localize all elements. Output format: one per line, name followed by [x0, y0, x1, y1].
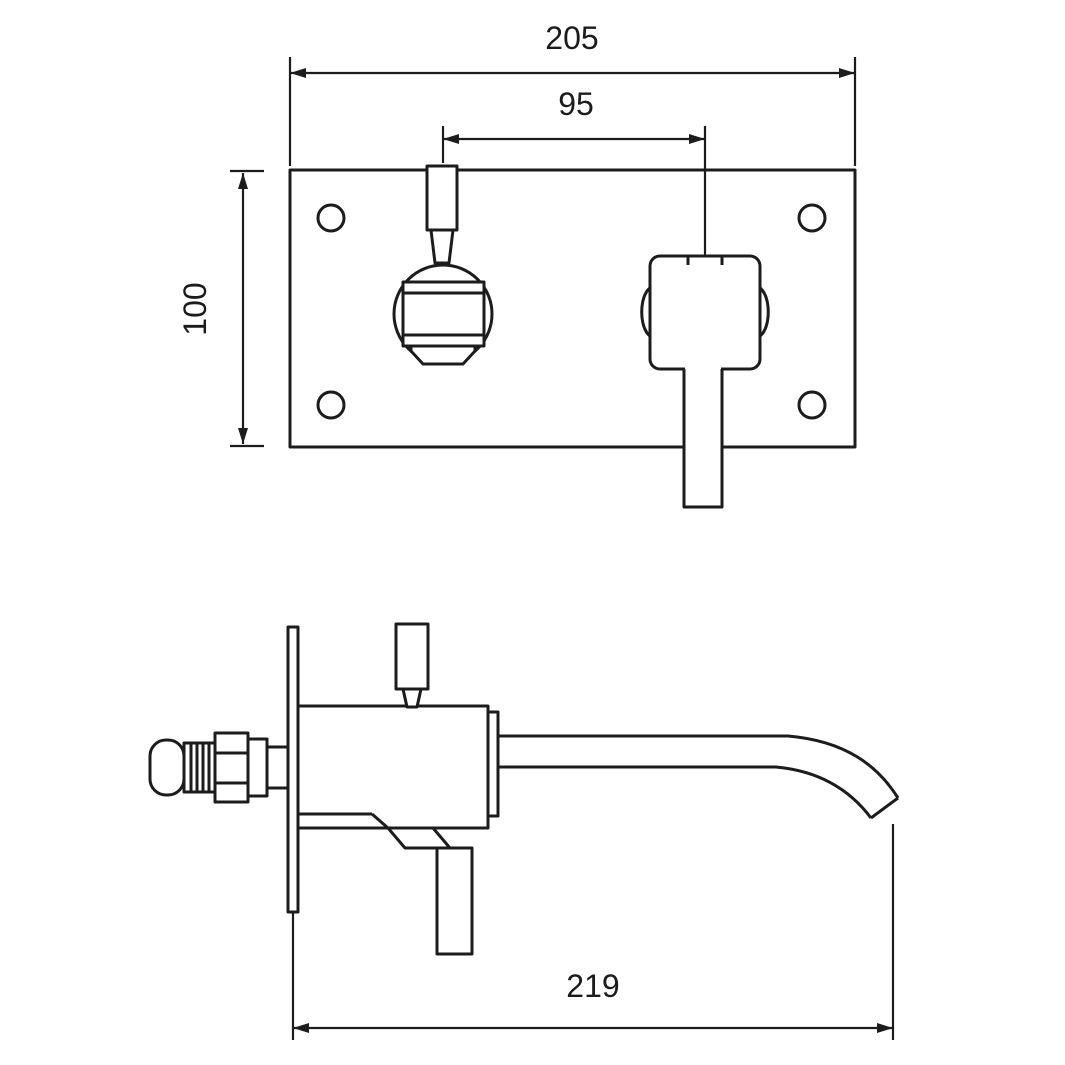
body-detail-diagonal: [371, 812, 389, 830]
dimension-label-spout-reach: 219: [566, 968, 619, 1004]
spout-body-left-bulge: [640, 286, 652, 338]
front-view: 205 95 100: [177, 20, 857, 509]
top-lever-side: [394, 622, 430, 709]
spout-body-front: [648, 254, 762, 371]
spout-downtube: [682, 369, 724, 509]
bottom-lever-neck: [386, 826, 452, 850]
spout-bottom-contour: [498, 765, 873, 819]
spout-downtube-fill: [685, 362, 721, 507]
mounting-hole-bottom-right: [797, 390, 827, 420]
handle-lever: [425, 164, 459, 232]
valve-collar: [265, 745, 290, 790]
spout-flange-strip: [486, 710, 500, 818]
concealed-valve: [148, 731, 290, 804]
bottom-lever: [435, 846, 474, 956]
dimension-label-plate-height: 100: [177, 282, 213, 335]
valve-ring: [246, 737, 269, 798]
wall-plate-outline: [288, 168, 857, 449]
bottom-lever-side: [386, 826, 474, 956]
dimension-label-plate-width: 205: [545, 20, 598, 56]
dimension-spout-reach: 219: [291, 824, 895, 1040]
dimension-label-handle-to-spout: 95: [558, 86, 594, 122]
mounting-hole-bottom-left: [316, 390, 346, 420]
mixer-body-side: [296, 704, 490, 830]
side-view: 219: [148, 622, 900, 1040]
dimension-handle-to-spout: 95: [441, 86, 707, 256]
dimension-plate-height: 100: [177, 169, 264, 448]
valve-cap: [148, 738, 186, 797]
dimension-plate-width: 205: [288, 20, 857, 166]
spout-tip-edge: [870, 796, 899, 820]
mounting-hole-top-right: [797, 203, 827, 233]
spout-front: [640, 254, 770, 509]
handle-lever-neck: [429, 228, 455, 265]
spout-body-right-bulge: [758, 286, 770, 338]
top-lever-neck: [401, 687, 423, 709]
top-lever: [394, 622, 430, 691]
handle-base: [409, 344, 477, 366]
spout-side: [486, 710, 900, 820]
spout-top-contour: [498, 734, 900, 799]
valve-nut: [213, 731, 250, 804]
handle-front: [392, 164, 494, 366]
mounting-hole-top-left: [316, 203, 346, 233]
